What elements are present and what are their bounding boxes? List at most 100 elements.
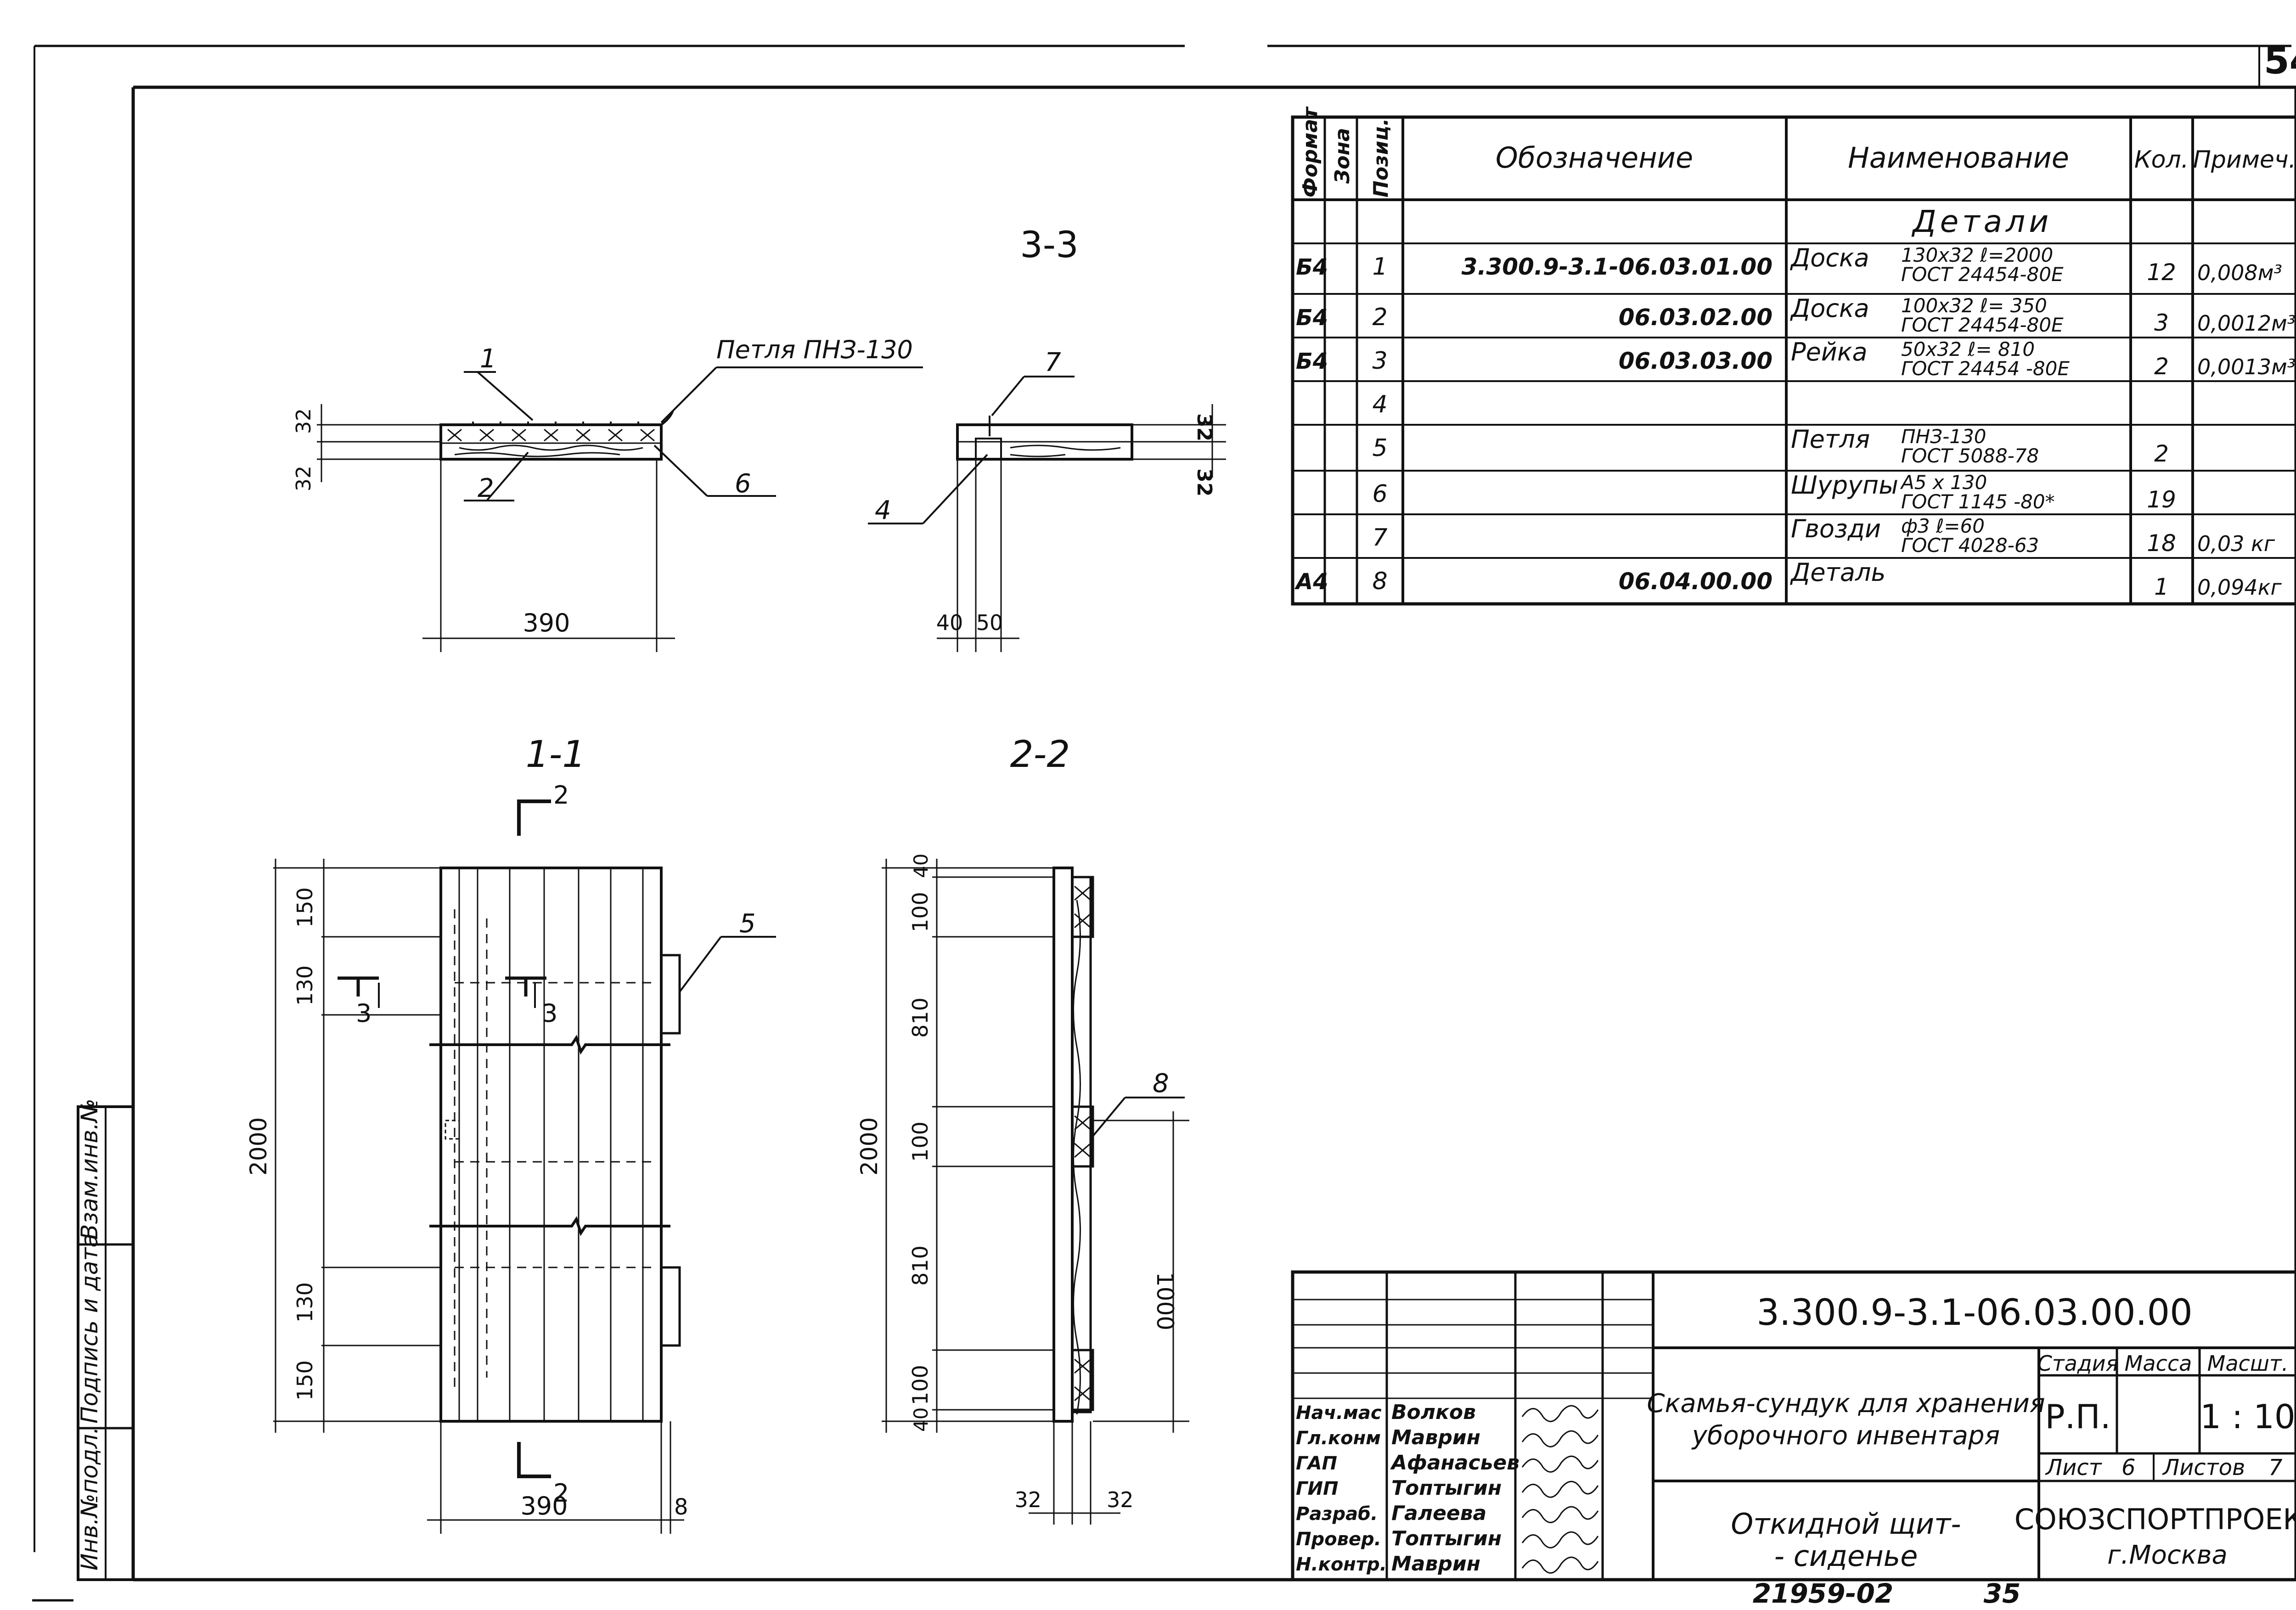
dim-22-s1: 40 — [910, 854, 932, 878]
cell-note: 0,0012м³ — [2197, 311, 2296, 336]
dim-33-t2: 32 — [292, 466, 315, 491]
doc-code: 3.300.9-3.1-06.03.00.00 — [1756, 1292, 2192, 1334]
cell-name: Шурупы — [1791, 471, 1898, 500]
signer-role: Гл.конм — [1296, 1428, 1381, 1449]
cell-position: 4 — [1372, 391, 1387, 418]
cell-position: 5 — [1372, 434, 1387, 462]
cell-qty: 19 — [2147, 486, 2176, 513]
signature — [1521, 1455, 1599, 1473]
view-1-1: 1-1 2 5 3 3 — [245, 733, 776, 1534]
mass-header: Масса — [2125, 1351, 2192, 1376]
sec-2-top: 2 — [553, 781, 569, 810]
cell-standard: ГОСТ 1145 -80* — [1901, 490, 2055, 513]
sheets-total: 7 — [2268, 1455, 2283, 1481]
stamp-replace-label: Взам.инв.№ — [76, 1098, 103, 1240]
spec-row: 4 — [1372, 391, 1387, 418]
dim-33-t1: 32 — [292, 408, 315, 434]
signer-role: Нач.мас — [1296, 1402, 1382, 1424]
signer-name: Галеева — [1391, 1502, 1486, 1525]
hdr-designation: Обозначение — [1496, 141, 1693, 175]
signature — [1521, 1506, 1599, 1523]
cell-spec: ПНЗ-130 — [1901, 425, 1986, 448]
organization: СОЮЗСПОРТПРОЕКТ — [2015, 1503, 2296, 1536]
signer-role: Н.контр. — [1296, 1554, 1387, 1575]
sheet-number: 6 — [2122, 1455, 2136, 1481]
scale-value: 1 : 10 — [2200, 1397, 2295, 1436]
stamp-sign-label: Подпись и дата — [76, 1233, 103, 1424]
dim-22-s3: 810 — [908, 997, 933, 1038]
cell-position: 1 — [1372, 253, 1387, 281]
sub-line-2: - сиденье — [1774, 1539, 1918, 1573]
sheet-corner-number: 54 — [2264, 39, 2296, 82]
title-block — [1291, 1270, 2296, 1582]
signer-name: Волков — [1391, 1401, 1476, 1424]
loop-label: Петля ПНЗ-130 — [716, 335, 913, 364]
signer-name: Афанасьев — [1390, 1451, 1519, 1475]
cell-name: Петля — [1791, 425, 1870, 454]
stamp-inv-label: Инв.№подл. — [76, 1427, 103, 1571]
cell-standard: ГОСТ 24454-80Е — [1901, 263, 2064, 286]
dim-22-total: 2000 — [856, 1117, 883, 1176]
hdr-position: Позиц. — [1369, 118, 1393, 197]
dim-33-r2: 32 — [1193, 468, 1216, 496]
stage-header: Стадия — [2037, 1351, 2118, 1376]
dim-22-s4: 100 — [908, 1121, 933, 1162]
callout-5: 5 — [739, 909, 756, 939]
cell-qty: 2 — [2154, 440, 2169, 467]
name-line-2: уборочного инвентаря — [1691, 1421, 2000, 1451]
callout-7: 7 — [1045, 348, 1061, 377]
cell-spec: 100х32 ℓ= 350 — [1901, 294, 2047, 317]
cell-designation: 06.03.02.00 — [1619, 304, 1773, 331]
hdr-format: Формат — [1299, 106, 1322, 197]
signer-role: ГАП — [1296, 1453, 1337, 1474]
view-3-3: 3-3 1 Петля ПНЗ-130 2 6 32 32 390 — [292, 225, 1226, 652]
signature — [1521, 1430, 1599, 1447]
cell-standard: ГОСТ 24454 -80Е — [1901, 357, 2070, 380]
cell-format: Б4 — [1296, 349, 1328, 374]
view-2-2: 2-2 8 40 100 810 100 810 100 40 2000 — [856, 733, 1189, 1525]
sec-3-left: 3 — [356, 999, 371, 1028]
cell-format: А4 — [1294, 569, 1328, 595]
cell-format: Б4 — [1296, 305, 1328, 331]
dim-33-b1: 40 — [936, 610, 963, 635]
dim-11-a: 150 — [293, 887, 317, 928]
cell-name: Доска — [1790, 294, 1869, 323]
signer-role: Провер. — [1296, 1529, 1381, 1550]
view-3-3-title: 3-3 — [1020, 225, 1078, 266]
name-line-1: Скамья-сундук для хранения — [1647, 1389, 2045, 1419]
cell-qty: 3 — [2154, 310, 2169, 336]
signature — [1521, 1556, 1599, 1574]
signer-name: Топтыгин — [1391, 1527, 1502, 1550]
dim-11-c: 130 — [293, 1282, 317, 1323]
cell-qty: 1 — [2154, 574, 2169, 600]
dim-11-total: 2000 — [245, 1117, 272, 1176]
dim-11-d: 150 — [293, 1360, 317, 1401]
side-stamp: Инв.№подл. Подпись и дата Взам.инв.№ — [76, 1098, 135, 1581]
cell-qty: 2 — [2154, 353, 2169, 380]
hdr-note: Примеч. — [2193, 146, 2296, 174]
sec-2-bottom: 2 — [553, 1479, 569, 1508]
cell-designation: 06.04.00.00 — [1619, 568, 1773, 595]
dim-22-right: 1000 — [1152, 1272, 1178, 1330]
dim-22-s7: 40 — [910, 1407, 932, 1432]
hdr-name: Наименование — [1848, 141, 2069, 175]
view-1-1-title: 1-1 — [526, 733, 586, 776]
cell-note: 0,03 кг — [2197, 531, 2275, 556]
cell-qty: 12 — [2147, 259, 2176, 286]
signature — [1521, 1481, 1599, 1498]
cell-standard: ГОСТ 5088-78 — [1901, 445, 2039, 467]
callout-2: 2 — [478, 473, 494, 503]
cell-qty: 18 — [2147, 530, 2176, 557]
dim-33-w: 390 — [523, 608, 570, 637]
cell-standard: ГОСТ 24454-80Е — [1901, 314, 2064, 336]
cell-position: 6 — [1372, 480, 1387, 508]
cell-position: 8 — [1372, 568, 1387, 595]
footer-page: 35 — [1984, 1578, 2021, 1609]
stage-value: Р.П. — [2045, 1397, 2110, 1436]
scale-header: Масшт. — [2207, 1351, 2289, 1376]
